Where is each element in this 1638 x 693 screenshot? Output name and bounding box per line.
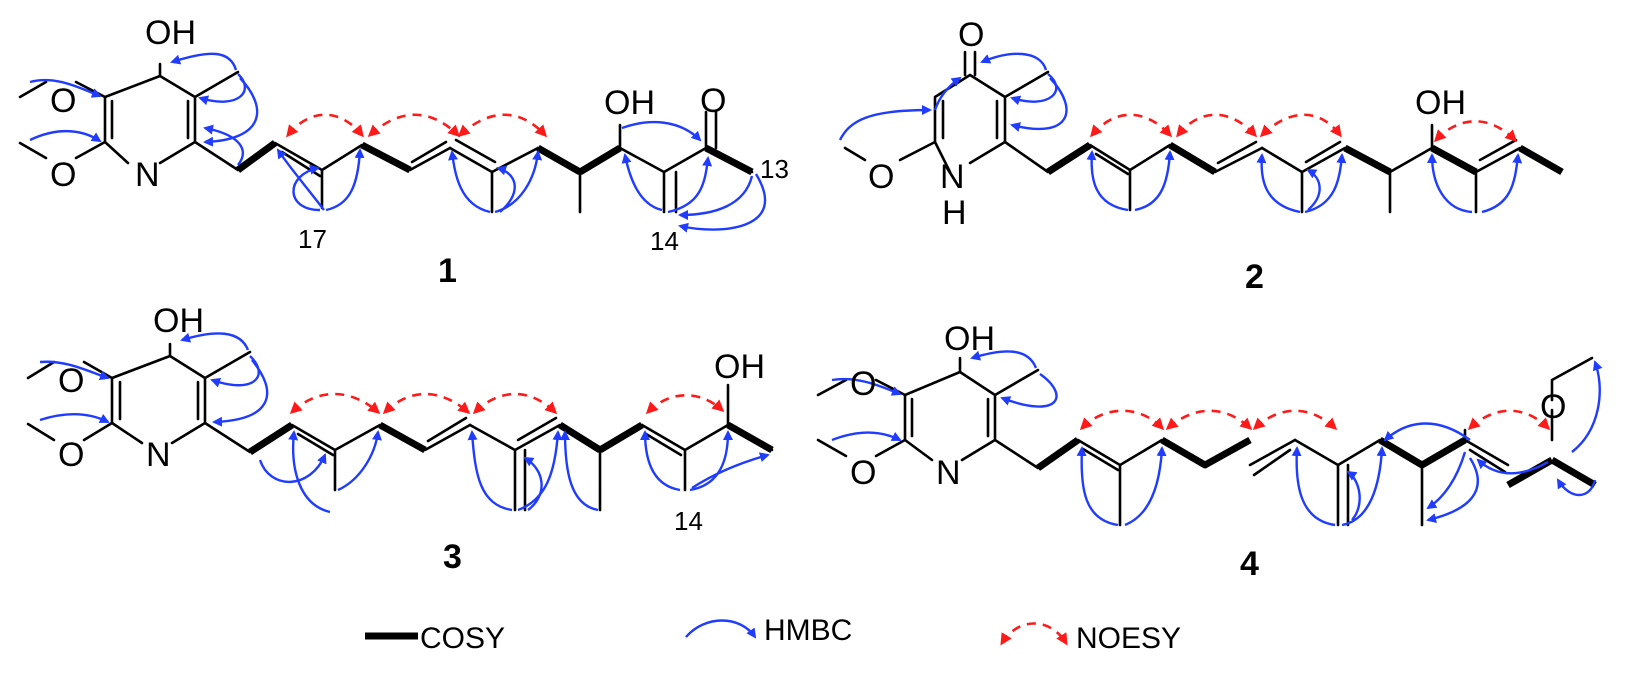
- atom-label: OH: [145, 14, 196, 52]
- legend-item-cosy: COSY: [365, 622, 505, 655]
- compound-3: OH O O N OH 14 3: [26, 302, 774, 576]
- atom-label: O: [700, 82, 726, 120]
- legend-label: COSY: [420, 622, 505, 655]
- legend-item-hmbc: HMBC: [685, 614, 852, 647]
- atom-label: O: [50, 156, 76, 194]
- atom-label: N: [940, 158, 965, 196]
- atom-label: OH: [153, 302, 204, 340]
- compound-label: 4: [1240, 545, 1259, 583]
- compound-1-cosy: [235, 140, 754, 176]
- compound-label: 3: [443, 538, 462, 576]
- atom-label: OH: [1415, 84, 1466, 122]
- compound-1-atom-labels: OH O O N OH O 17 14 13: [50, 14, 789, 256]
- compound-3-noesy: [289, 392, 725, 415]
- compound-2-hmbc: [838, 52, 1523, 214]
- atom-label: O: [958, 16, 984, 54]
- legend-item-noesy: NOESY: [1000, 622, 1181, 655]
- compound-3-hmbc: [39, 332, 770, 514]
- position-number: 17: [298, 224, 327, 254]
- hmbc-arrow-icon: [685, 619, 757, 639]
- noesy-arrow-icon: [1000, 622, 1068, 646]
- atom-label: O: [850, 365, 876, 403]
- atom-label: N: [135, 156, 160, 194]
- compound-4-skeleton: [816, 356, 1594, 527]
- position-number: 13: [760, 154, 789, 184]
- compound-1: OH O O N OH O 17 14 13 1: [18, 14, 789, 290]
- compound-4-atom-labels: OH O O N O: [850, 320, 1566, 492]
- atom-label: OH: [604, 84, 655, 122]
- legend-label: NOESY: [1076, 622, 1181, 655]
- position-number: 14: [650, 226, 679, 256]
- atom-label: O: [50, 82, 76, 120]
- atom-label: OH: [714, 348, 765, 386]
- compound-2-cosy: [1046, 141, 1564, 176]
- compound-2-skeleton: [843, 50, 1522, 214]
- atom-label: O: [1540, 388, 1566, 426]
- atom-label: N: [936, 454, 961, 492]
- position-number: 14: [674, 506, 703, 536]
- legend-label: HMBC: [764, 614, 852, 647]
- compound-3-cosy: [248, 421, 774, 455]
- compound-4: OH O O N O 4: [816, 320, 1603, 583]
- compound-4-noesy: [1079, 409, 1551, 431]
- atom-label: H: [942, 194, 967, 232]
- compound-1-noesy: [286, 113, 548, 138]
- compound-label: 1: [438, 252, 457, 290]
- compound-4-cosy: [1035, 436, 1597, 489]
- atom-label: O: [58, 436, 84, 474]
- atom-label: O: [868, 158, 894, 196]
- atom-label: O: [58, 362, 84, 400]
- compound-3-skeleton: [26, 342, 774, 512]
- compound-4-hmbc: [831, 350, 1603, 527]
- compound-label: 2: [1245, 258, 1264, 296]
- atom-label: O: [850, 454, 876, 492]
- compound-1-hmbc: [29, 52, 767, 233]
- compound-2-noesy: [1090, 113, 1518, 143]
- compound-2-atom-labels: O O N H OH: [868, 16, 1466, 232]
- atom-label: OH: [944, 320, 995, 358]
- atom-label: N: [146, 436, 171, 474]
- compound-2: O O N H OH 2: [838, 16, 1564, 296]
- compound-3-atom-labels: OH O O N OH 14: [58, 302, 765, 536]
- legend: COSY HMBC NOESY: [365, 614, 1181, 655]
